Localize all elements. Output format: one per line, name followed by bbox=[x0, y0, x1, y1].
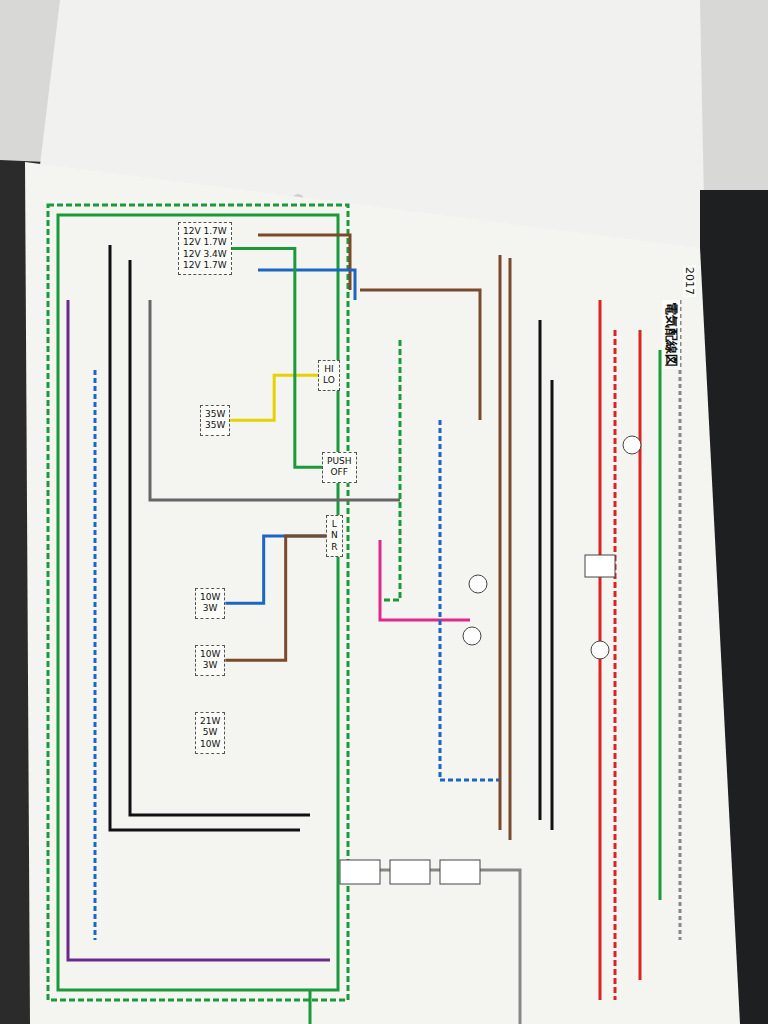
component-box: PUSHOFF bbox=[322, 452, 357, 483]
green-wire bbox=[58, 215, 338, 990]
black-wire bbox=[551, 380, 554, 830]
rating-text: 10W bbox=[200, 739, 220, 750]
rating-text: 3W bbox=[200, 603, 220, 614]
gray-wire bbox=[340, 870, 520, 1024]
connector bbox=[440, 860, 480, 884]
gray-wire bbox=[679, 300, 682, 940]
wire bbox=[232, 249, 322, 468]
green-wire bbox=[659, 350, 662, 900]
blue-wire bbox=[94, 370, 97, 940]
brown-wire bbox=[509, 258, 512, 840]
wire bbox=[230, 375, 318, 420]
year-label: 2017 bbox=[683, 265, 696, 297]
brown-wire bbox=[360, 290, 480, 420]
rating-text: R bbox=[331, 542, 338, 553]
green-wire bbox=[380, 340, 400, 600]
black-wire bbox=[130, 260, 310, 815]
red-wire bbox=[614, 330, 617, 1000]
pink-wire bbox=[380, 540, 470, 620]
connector bbox=[390, 860, 430, 884]
brown-wire bbox=[499, 255, 502, 830]
rating-text: 35W bbox=[205, 420, 225, 431]
rating-text: 21W bbox=[200, 716, 220, 727]
ignition-symbol bbox=[591, 641, 609, 659]
rating-text: L bbox=[331, 519, 338, 530]
component-box: 10W3W bbox=[195, 588, 225, 619]
gray-wire bbox=[150, 300, 400, 500]
green-wire bbox=[309, 990, 312, 1024]
horn-symbol bbox=[469, 575, 487, 593]
red-wire bbox=[639, 330, 642, 980]
black-wire bbox=[110, 245, 300, 830]
component-box: 10W3W bbox=[195, 645, 225, 676]
rating-text: 10W bbox=[200, 649, 220, 660]
rating-text: PUSH bbox=[327, 456, 352, 467]
green-wire bbox=[48, 205, 348, 1000]
rating-text: 3W bbox=[200, 660, 220, 671]
motor-symbol bbox=[463, 627, 481, 645]
rating-text: HI bbox=[323, 364, 335, 375]
blue-wire bbox=[258, 270, 355, 300]
component-box: 21W5W10W bbox=[195, 712, 225, 754]
rating-text: 35W bbox=[205, 409, 225, 420]
title: 電気配線図 bbox=[662, 300, 680, 369]
brown-wire bbox=[258, 235, 350, 290]
sensor-symbol bbox=[623, 436, 641, 454]
rating-text: 12V 1.7W bbox=[183, 237, 227, 248]
rating-text: N bbox=[331, 530, 338, 541]
wire bbox=[225, 536, 326, 603]
rating-text: OFF bbox=[327, 467, 352, 478]
component-box: 12V 1.7W12V 1.7W12V 3.4W12V 1.7W bbox=[178, 222, 232, 275]
wire bbox=[225, 536, 326, 660]
regulator-box bbox=[585, 555, 615, 577]
rating-text: LO bbox=[323, 375, 335, 386]
component-box: HILO bbox=[318, 360, 340, 391]
blue-wire bbox=[440, 420, 500, 780]
purple-wire bbox=[68, 300, 330, 960]
connector bbox=[340, 860, 380, 884]
main-page bbox=[25, 162, 740, 1024]
rating-text: 12V 1.7W bbox=[183, 260, 227, 271]
rating-text: 12V 3.4W bbox=[183, 249, 227, 260]
rating-text: 10W bbox=[200, 592, 220, 603]
rating-text: 5W bbox=[200, 727, 220, 738]
component-box: 35W35W bbox=[200, 405, 230, 436]
rating-text: 12V 1.7W bbox=[183, 226, 227, 237]
component-box: LNR bbox=[326, 515, 343, 557]
black-wire bbox=[539, 320, 542, 820]
